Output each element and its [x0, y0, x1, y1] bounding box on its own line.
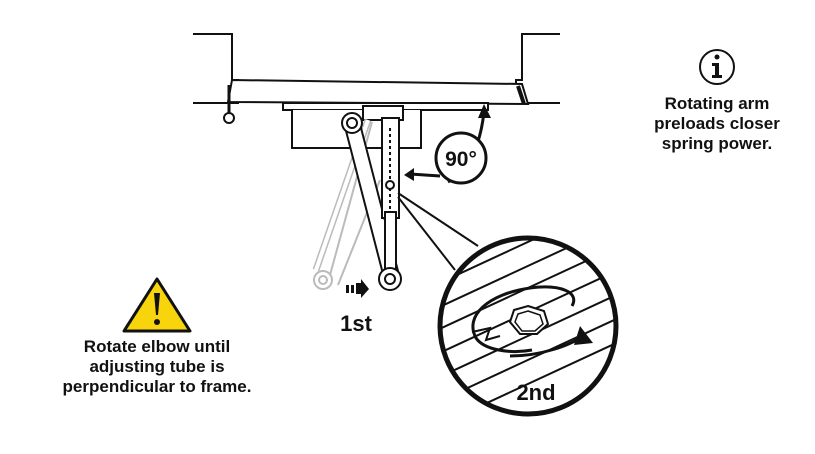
- warning-icon: [122, 277, 192, 333]
- info-line-2: preloads closer: [654, 114, 780, 133]
- info-note: Rotating arm preloads closer spring powe…: [654, 49, 780, 153]
- step-1st-label: 1st: [340, 311, 372, 336]
- zoom-leader-lines: [397, 192, 479, 271]
- closer-arm: [341, 112, 402, 291]
- rotation-arrow: [471, 285, 576, 353]
- step-1st: 1st: [340, 279, 373, 336]
- angle-label: 90°: [445, 148, 477, 171]
- step-2nd-label: 2nd: [516, 380, 555, 405]
- info-line-1: Rotating arm: [665, 94, 770, 113]
- door-panel: [223, 78, 530, 124]
- info-line-3: spring power.: [662, 134, 773, 153]
- angle-badge: [434, 131, 488, 185]
- warning-line-3: perpendicular to frame.: [63, 377, 252, 396]
- warning-line-2: adjusting tube is: [89, 357, 224, 376]
- warning-line-1: Rotate elbow until: [84, 337, 230, 356]
- angle-indicator: 90°: [404, 104, 491, 185]
- right-arrow-icon: [356, 279, 369, 298]
- warning-note: Rotate elbow until adjusting tube is per…: [63, 277, 252, 396]
- zoom-detail: 2nd: [437, 235, 619, 417]
- info-icon: [699, 49, 735, 85]
